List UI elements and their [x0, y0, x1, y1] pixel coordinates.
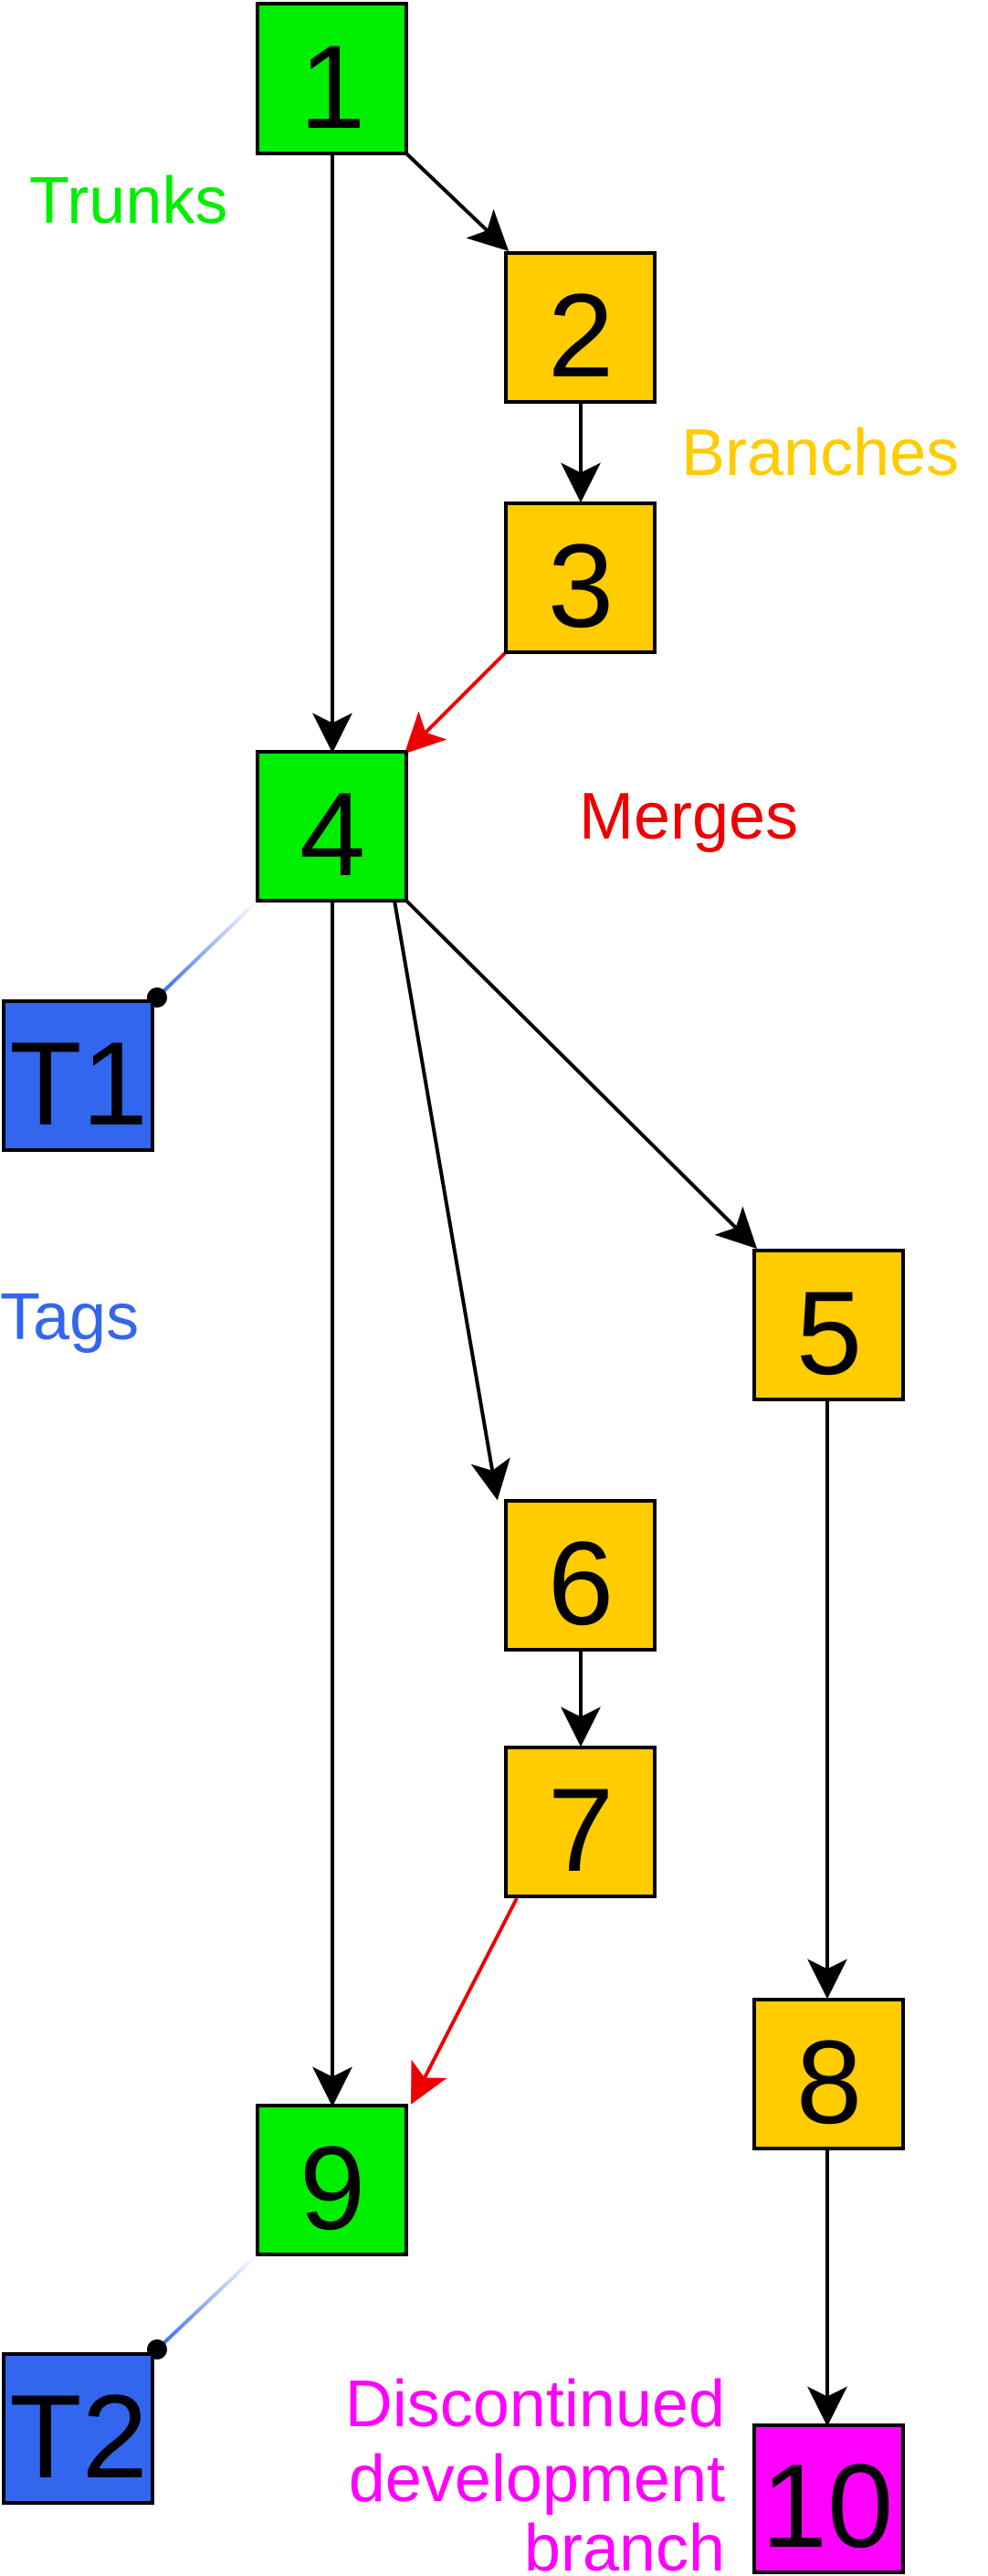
- node-5: 5: [752, 1249, 905, 1401]
- legend-tags: Tags: [0, 1281, 139, 1354]
- node-4-label: 4: [300, 767, 365, 901]
- node-9: 9: [256, 2104, 408, 2256]
- node-10-box: [752, 2423, 905, 2574]
- legend-discontinued-line1: Discontinued: [345, 2368, 725, 2441]
- node-8-label: 8: [796, 2015, 862, 2148]
- edge-1-to-2: [405, 152, 510, 252]
- node-T2-label: T2: [9, 2370, 148, 2503]
- edge-4-to-5: [405, 899, 758, 1250]
- node-9-box: [256, 2104, 408, 2256]
- node-3: 3: [504, 501, 657, 654]
- node-T1-label: T1: [9, 1017, 148, 1150]
- node-1: 1: [256, 2, 408, 155]
- node-2: 2: [504, 251, 657, 404]
- node-6-label: 6: [548, 1516, 614, 1650]
- node-T1-box: [2, 999, 154, 1152]
- node-5-box: [752, 1249, 905, 1401]
- node-2-label: 2: [548, 269, 614, 402]
- node-T1: T1: [2, 999, 154, 1152]
- node-7-box: [504, 1746, 657, 1898]
- node-6-box: [504, 1499, 657, 1652]
- legend-discontinued-line2: development: [349, 2443, 725, 2516]
- node-5-label: 5: [796, 1266, 862, 1399]
- node-4: 4: [256, 750, 408, 903]
- node-9-label: 9: [300, 2121, 365, 2254]
- node-T2: T2: [2, 2352, 154, 2505]
- node-7-label: 7: [548, 1763, 614, 1896]
- nodes: 1 2 3 4 T1 5 6 7: [2, 2, 905, 2574]
- legend-merges: Merges: [579, 780, 798, 853]
- edge-4-to-6: [393, 900, 510, 1501]
- node-10: 10: [752, 2423, 905, 2574]
- legend: Trunks Branches Merges Tags Discontinued…: [0, 164, 959, 2576]
- node-2-box: [504, 251, 657, 404]
- legend-discontinued-line3: branch: [524, 2512, 725, 2576]
- tag-link-4-to-T1: [155, 899, 259, 999]
- node-8: 8: [752, 1998, 905, 2150]
- node-6: 6: [504, 1499, 657, 1652]
- legend-branches: Branches: [681, 417, 959, 490]
- node-8-box: [752, 1998, 905, 2150]
- node-4-box: [256, 750, 408, 903]
- node-3-label: 3: [548, 519, 614, 652]
- node-3-box: [504, 501, 657, 654]
- node-10-label: 10: [762, 2439, 894, 2572]
- node-1-box: [256, 2, 408, 155]
- node-1-label: 1: [300, 20, 365, 153]
- node-T2-box: [2, 2352, 154, 2505]
- node-7: 7: [504, 1746, 657, 1898]
- merge-3-to-4: [404, 650, 508, 755]
- tag-link-9-to-T2: [155, 2253, 259, 2351]
- legend-trunks: Trunks: [29, 164, 227, 238]
- merge-7-to-9: [410, 1897, 519, 2105]
- edges: [147, 152, 847, 2427]
